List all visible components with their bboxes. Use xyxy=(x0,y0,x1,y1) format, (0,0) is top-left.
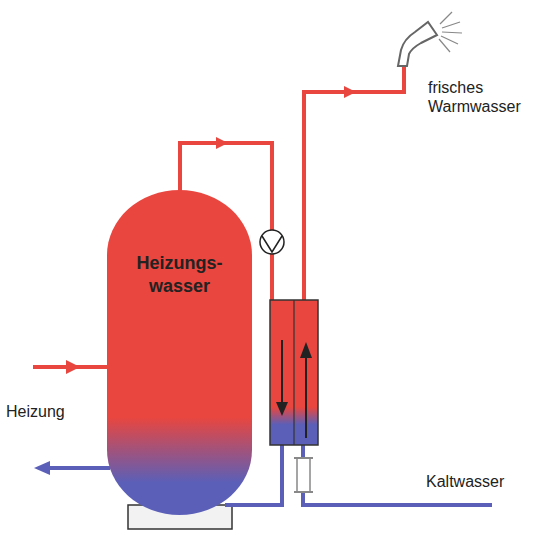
flow-arrow xyxy=(216,137,228,149)
pipe-label: frisches Warmwasser xyxy=(428,78,546,116)
storage-tank: Heizungs- wasser xyxy=(107,190,252,515)
flow-arrow xyxy=(34,461,50,475)
flow-arrow xyxy=(300,342,312,358)
flow-arrow xyxy=(281,340,283,404)
pump-symbol xyxy=(260,230,284,254)
fitting-symbol xyxy=(297,458,310,492)
fitting-symbol xyxy=(294,491,313,493)
heat-exchanger xyxy=(293,300,294,445)
tank-body xyxy=(107,190,252,515)
flow-arrow xyxy=(305,356,307,438)
flow-arrow xyxy=(66,360,80,374)
hot-water-pipe xyxy=(304,64,404,302)
fitting-symbol xyxy=(294,457,313,459)
flow-arrow xyxy=(276,402,288,416)
shower-head xyxy=(398,22,437,66)
flow-arrow xyxy=(344,86,356,98)
pump-symbol xyxy=(262,236,282,252)
tank-outline xyxy=(107,190,252,515)
pipe-label: Kaltwasser xyxy=(426,472,536,491)
water-spray xyxy=(439,12,462,52)
heating-outlet xyxy=(48,466,110,470)
pipe-label: Heizung xyxy=(6,402,96,421)
tank-label: Heizungs- wasser xyxy=(125,252,235,297)
heat-exchanger xyxy=(270,300,318,445)
